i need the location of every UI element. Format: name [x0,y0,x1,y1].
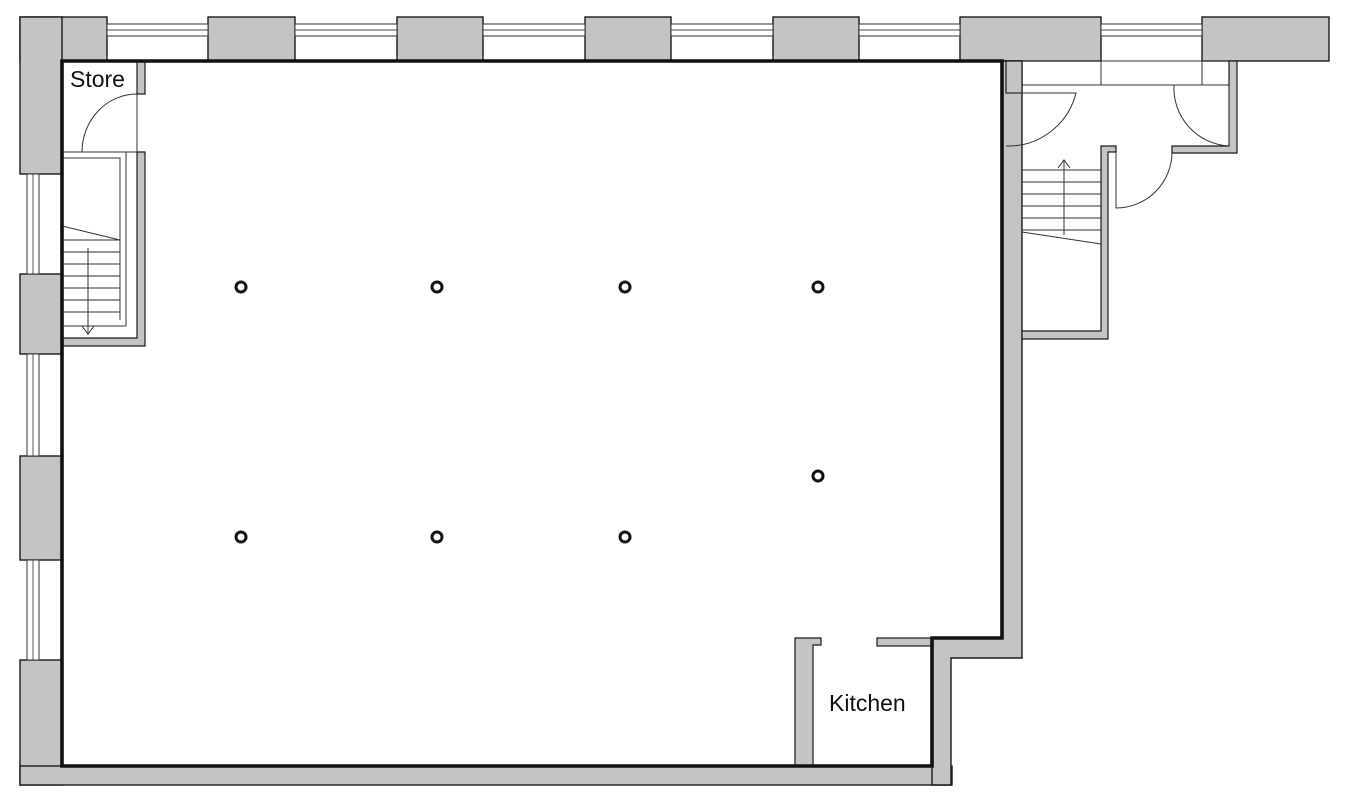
store-staircase: Store [61,60,146,347]
entrance-lobby [1005,60,1238,154]
window [26,353,40,457]
wall-pier [19,659,63,786]
column [234,280,248,294]
wall-pier [959,16,1102,62]
column [618,530,632,544]
main-room-outline [60,59,1004,768]
columns [234,280,825,544]
window [482,23,586,37]
wall-pier [772,16,860,62]
window [26,559,40,661]
staircase-up [1021,145,1173,340]
wall-pier [207,16,296,62]
column [811,280,825,294]
room-label-kitchen: Kitchen [829,690,906,716]
right-wall [931,60,1023,786]
kitchen-partitions: Kitchen [794,637,933,767]
column [811,469,825,483]
window [106,23,209,37]
column [618,280,632,294]
column [234,530,248,544]
wall-pier [584,16,672,62]
room-label-store: Store [70,66,125,92]
wall-pier [1201,16,1330,62]
windows [26,23,1203,661]
outer-walls [19,16,1330,786]
window [670,23,774,37]
wall-pier [19,273,63,355]
window [26,173,40,275]
bottom-wall [19,765,953,786]
column [430,280,444,294]
wall-pier [19,16,63,175]
wall-pier [396,16,484,62]
window [1100,23,1203,37]
window [294,23,398,37]
window [858,23,961,37]
column [430,530,444,544]
wall-pier [19,455,63,561]
